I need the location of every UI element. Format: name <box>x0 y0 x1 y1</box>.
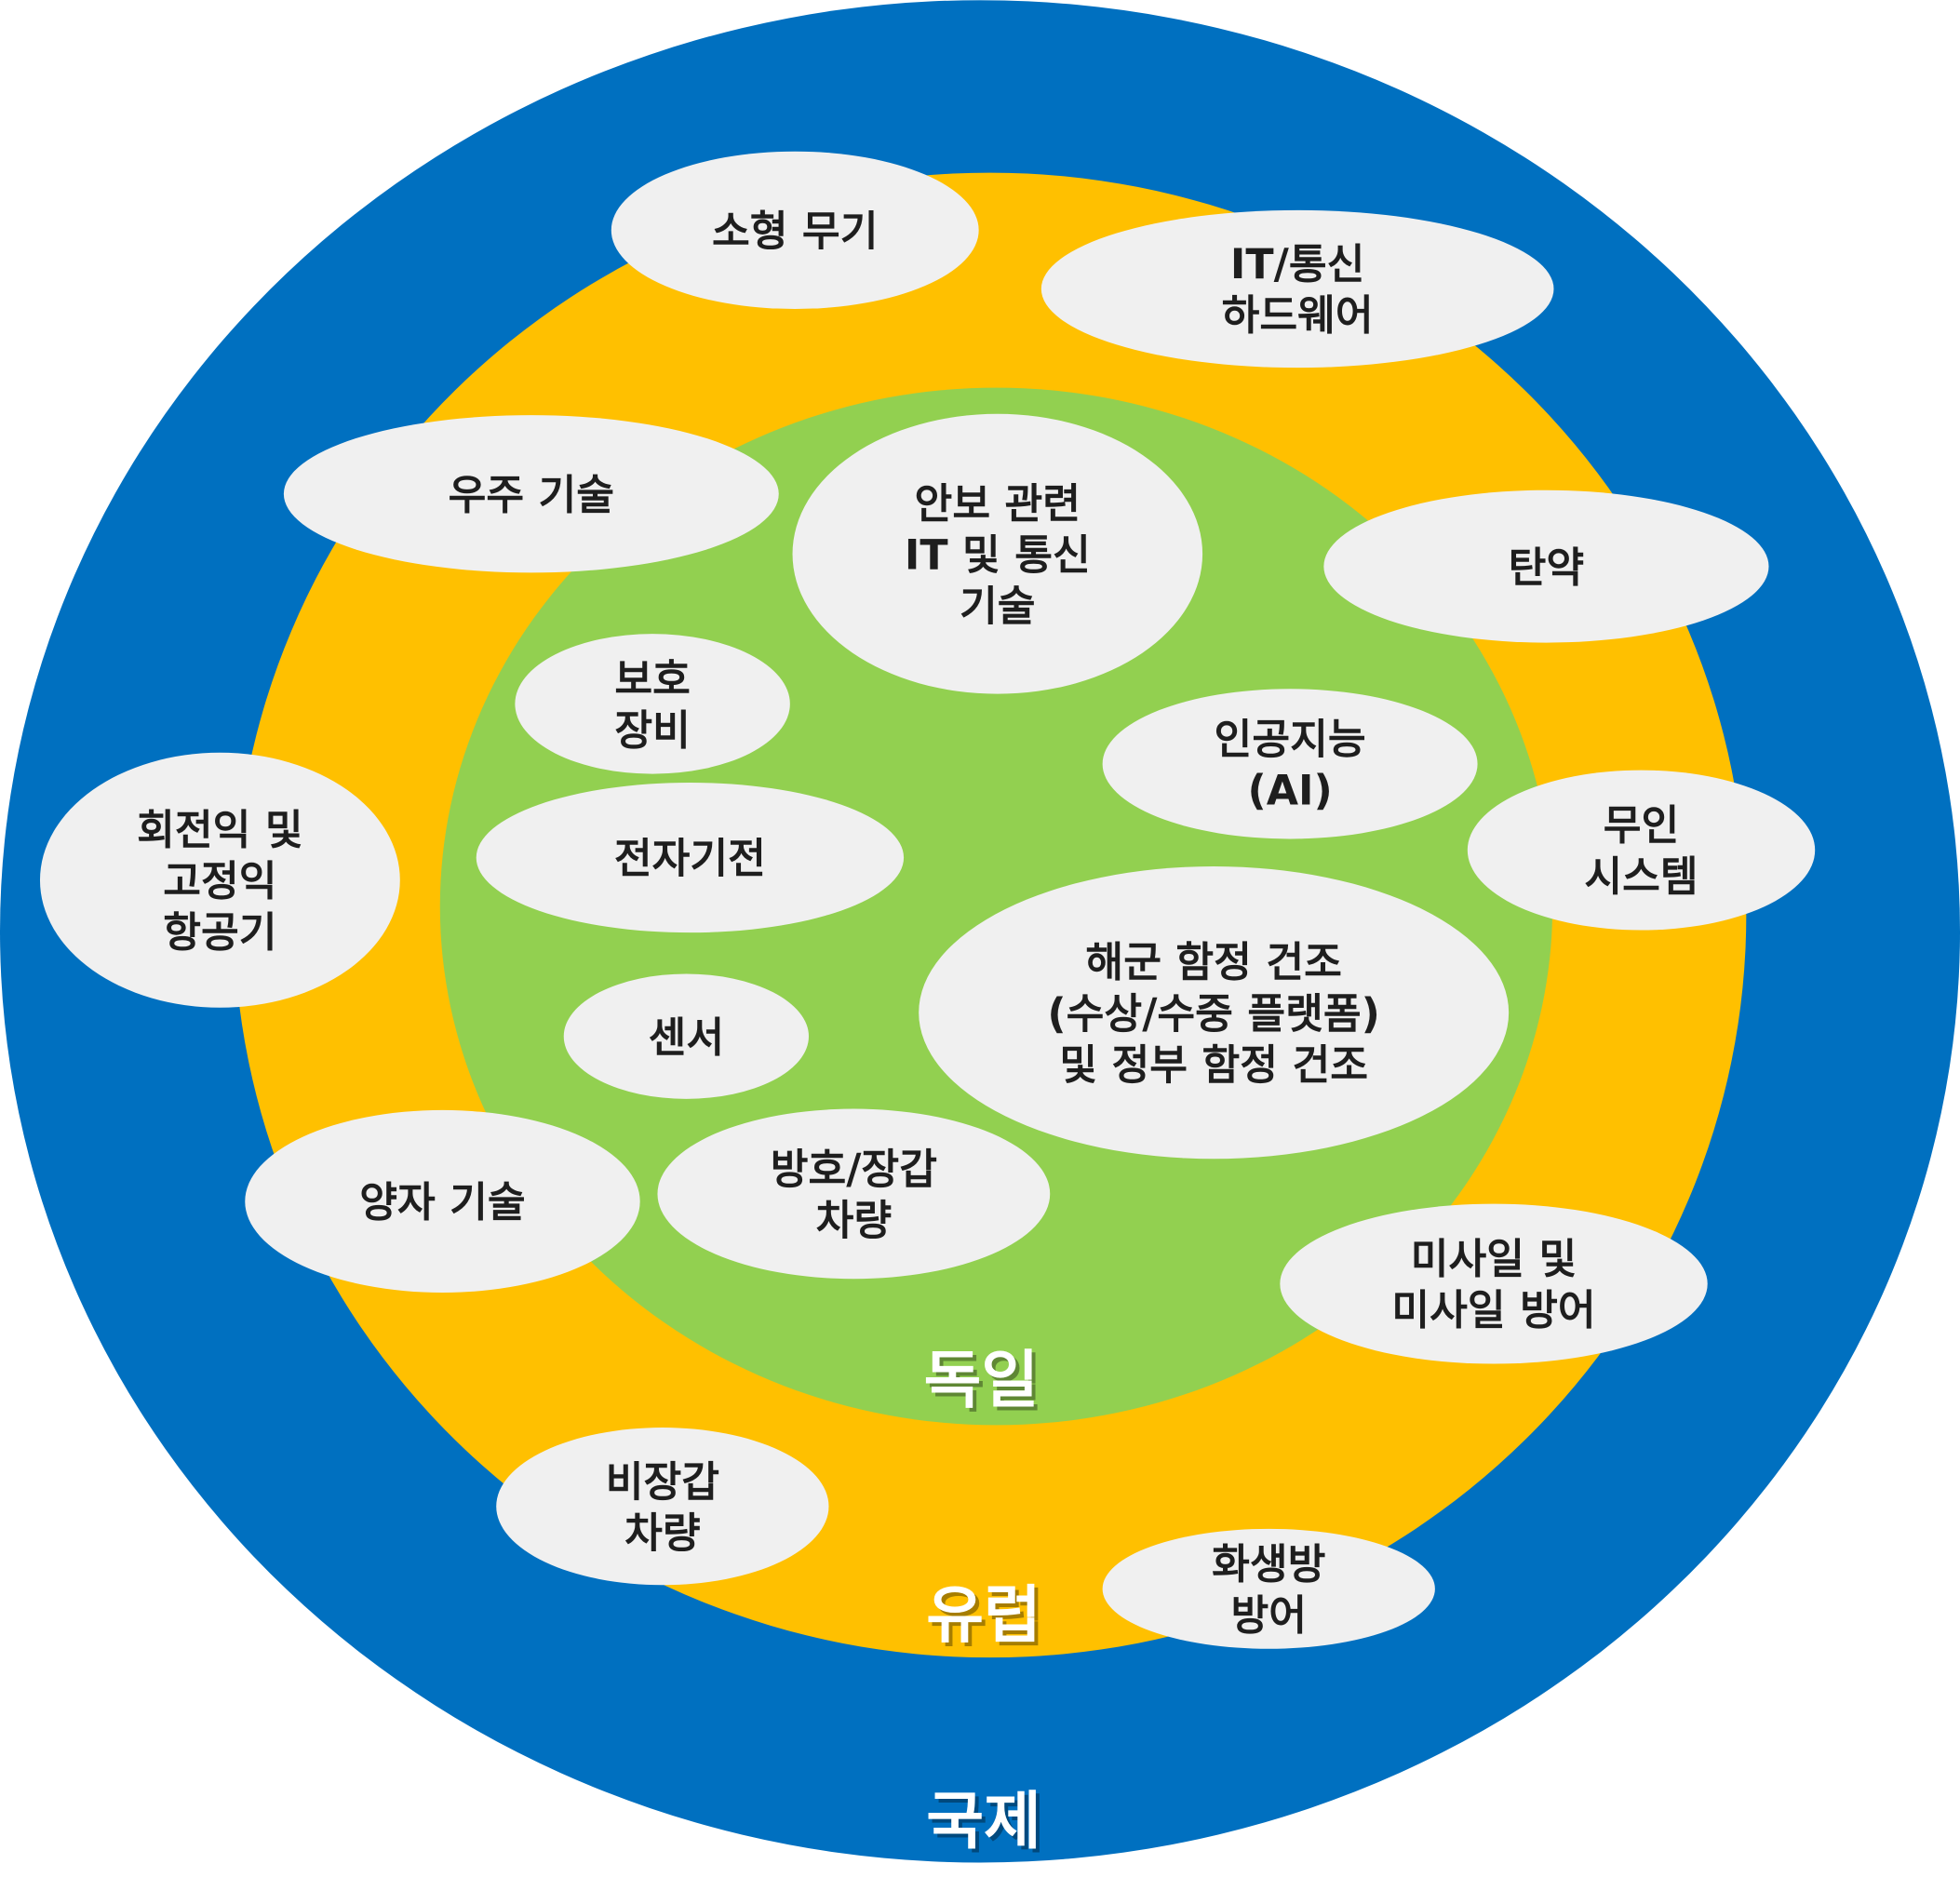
europe-label-shadow: 유럽 <box>930 1582 1045 1655</box>
bubble-label-line: 장비 <box>614 707 691 755</box>
international-label-group: 국제 국제 <box>926 1785 1045 1861</box>
bubble-quantum-technology: 양자 기술 <box>245 1109 640 1293</box>
bubble-shape <box>611 151 979 309</box>
bubble-label-line: 양자 기술 <box>359 1179 526 1227</box>
bubble-shape <box>283 415 779 573</box>
bubble-shape <box>792 413 1203 694</box>
germany-label-shadow: 독일 <box>928 1348 1043 1420</box>
bubble-label-line: 안보 관련 <box>915 480 1081 528</box>
bubble-label-line: IT 및 통신 <box>905 531 1091 579</box>
bubble-shape <box>476 783 905 933</box>
international-label-shadow: 국제 <box>930 1789 1045 1861</box>
bubble-shape <box>1102 1528 1435 1649</box>
bubble-shape <box>1280 1203 1708 1364</box>
bubble-label-line: 화생방 <box>1212 1541 1325 1589</box>
germany-label-group: 독일 독일 <box>924 1344 1043 1420</box>
bubble-label-line: 시스템 <box>1584 853 1698 901</box>
bubble-shape <box>496 1428 829 1586</box>
bubble-shape <box>1040 209 1554 369</box>
bubble-label-line: 회전익 및 <box>137 807 302 854</box>
bubble-label-line: 무인 <box>1604 802 1680 850</box>
bubble-label-line: 및 정부 함정 건조 <box>1059 1041 1368 1089</box>
bubble-label-line: 방호/장갑 <box>771 1146 937 1193</box>
bubble-label-line: 해군 함정 건조 <box>1085 939 1341 986</box>
bubble-label-line: 기술 <box>960 583 1036 630</box>
bubble-space-technology: 우주 기술 <box>283 415 779 573</box>
germany-label: 독일 <box>924 1344 1040 1416</box>
bubble-label-line: 하드웨어 <box>1222 292 1374 340</box>
bubble-ammunition: 탄약 <box>1323 489 1769 643</box>
bubble-label-line: 탄약 <box>1509 544 1585 592</box>
bubble-small-arms: 소형 무기 <box>611 151 979 309</box>
bubble-label-line: 방어 <box>1230 1592 1307 1640</box>
bubble-shape <box>515 634 790 774</box>
bubble-shape <box>919 865 1510 1160</box>
bubble-label-line: 차량 <box>624 1509 701 1557</box>
bubble-naval-shipbuilding: 해군 함정 건조(수상/수중 플랫폼)및 정부 함정 건조 <box>919 865 1510 1160</box>
bubble-label-line: IT/통신 <box>1230 241 1364 288</box>
bubble-label-line: 비장갑 <box>606 1458 719 1506</box>
bubble-label-line: 소형 무기 <box>712 208 878 255</box>
bubble-label-line: 센서 <box>649 1014 725 1062</box>
bubble-label-line: 미사일 및 <box>1411 1236 1577 1283</box>
bubble-label-line: (수상/수중 플랫폼) <box>1047 990 1379 1038</box>
bubble-label-line: 전자기전 <box>614 836 766 883</box>
bubble-label-line: 항공기 <box>163 909 276 957</box>
bubble-label-line: 우주 기술 <box>449 472 614 519</box>
bubble-shape <box>657 1108 1051 1280</box>
bubble-label-line: 인공지능 <box>1215 716 1366 763</box>
bubble-shape <box>1467 770 1816 931</box>
bubble-sensors: 센서 <box>563 973 809 1099</box>
bubble-shape <box>245 1109 640 1293</box>
europe-label-group: 유럽 유럽 <box>926 1578 1045 1655</box>
bubble-label-line: 고정익 <box>163 858 276 905</box>
bubble-shape <box>563 973 809 1099</box>
bubble-label-line: (AI) <box>1247 768 1332 815</box>
europe-label: 유럽 <box>926 1578 1041 1651</box>
bubble-electronic-warfare: 전자기전 <box>476 783 905 933</box>
bubble-label-line: 보호 <box>614 656 691 704</box>
international-label: 국제 <box>926 1785 1041 1857</box>
bubble-label-line: 차량 <box>816 1198 893 1245</box>
bubble-shape <box>1102 689 1478 839</box>
bubble-shape <box>39 752 400 1008</box>
bubble-artificial-intelligence: 인공지능 (AI) <box>1102 689 1478 839</box>
bubble-label-line: 미사일 방어 <box>1391 1287 1595 1334</box>
bubble-shape <box>1323 489 1769 643</box>
